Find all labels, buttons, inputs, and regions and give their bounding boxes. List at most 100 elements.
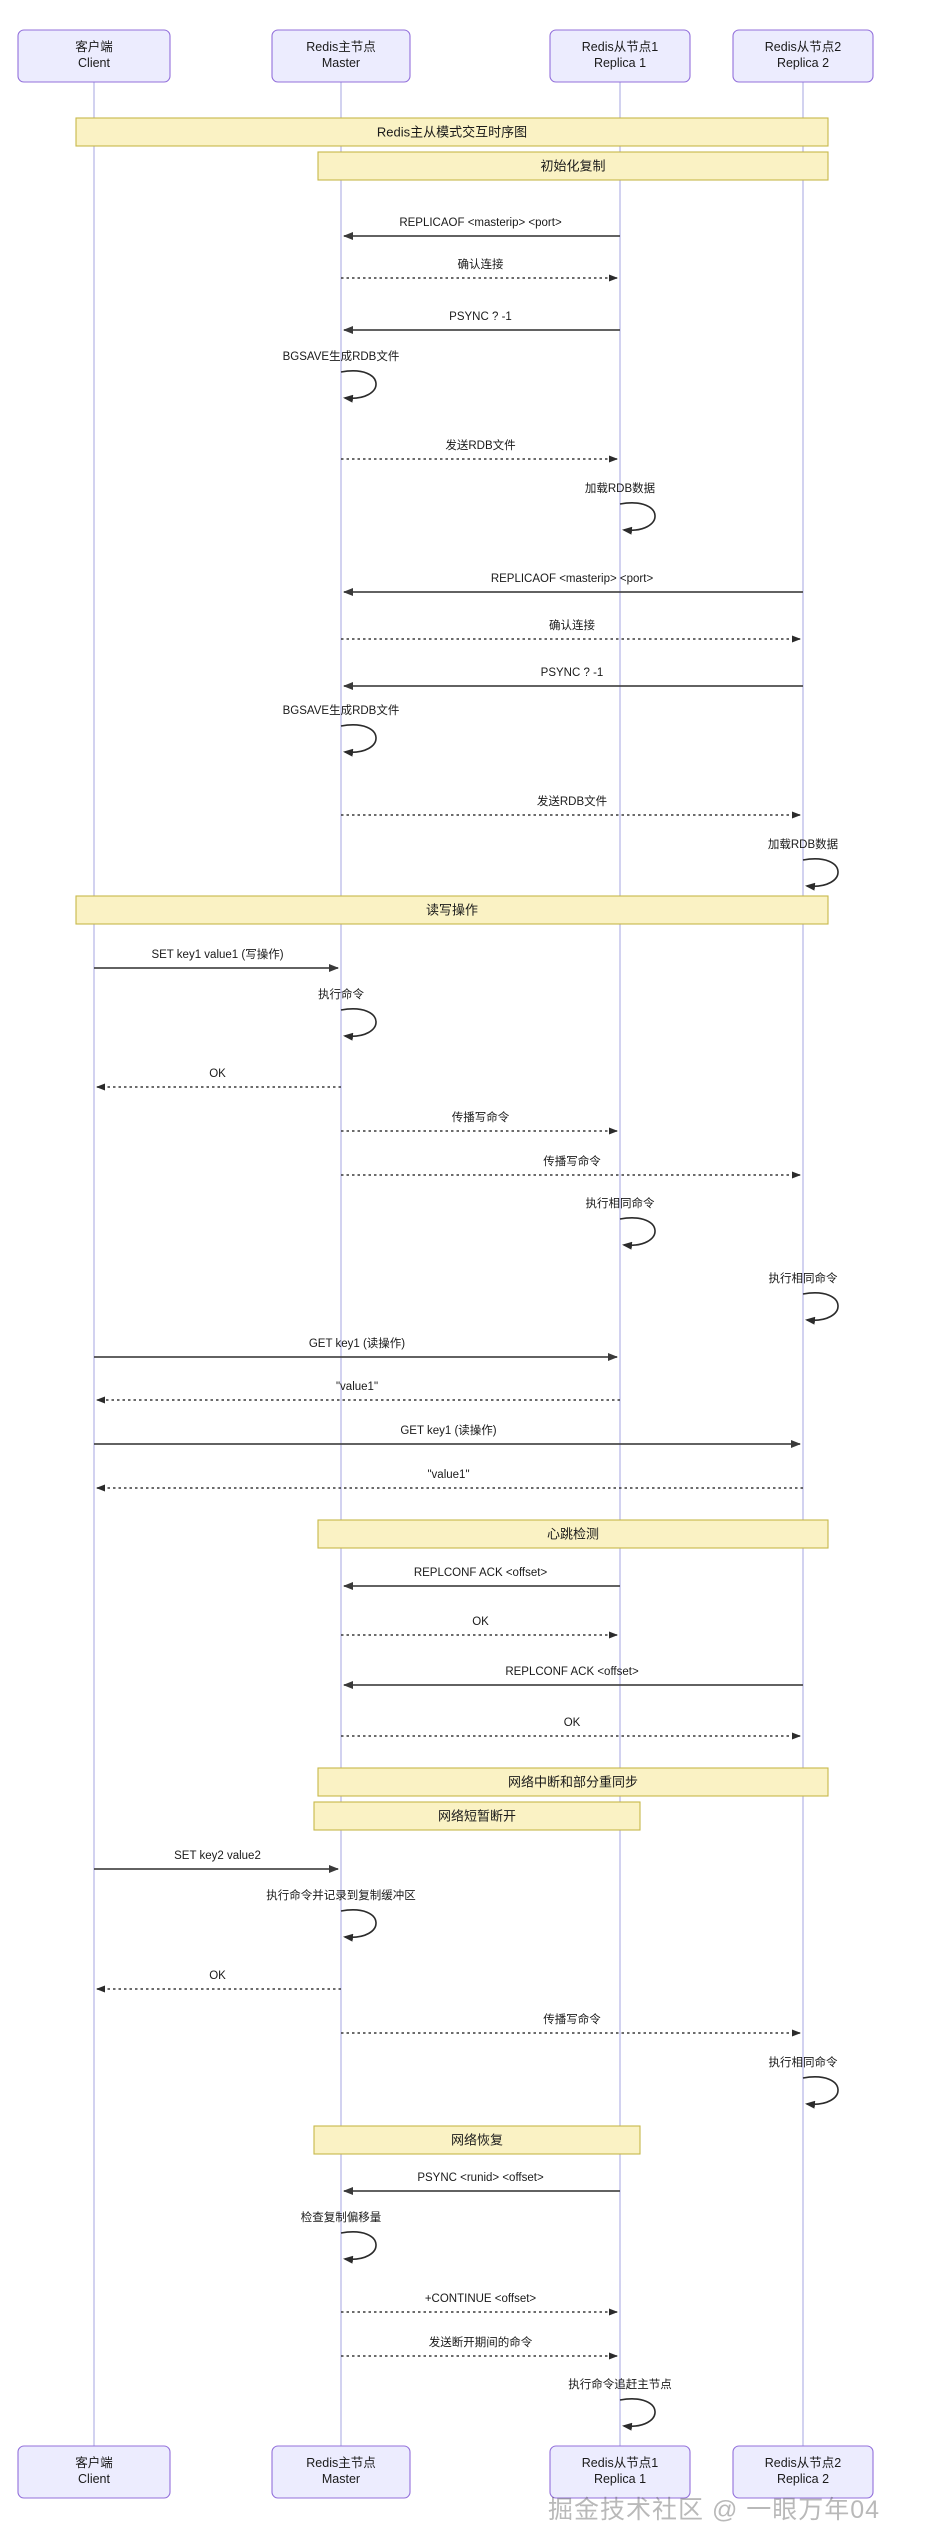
section-block-label: 心跳检测 — [547, 1527, 599, 1542]
message-label: OK — [209, 1970, 226, 1982]
message: +CONTINUE <offset> — [341, 2293, 618, 2316]
participant-label-en: Replica 2 — [777, 2472, 829, 2486]
message-label: 执行命令追赶主节点 — [568, 2377, 672, 2391]
participant-box[interactable] — [549, 29, 691, 83]
message-label: SET key1 value1 (写操作) — [151, 947, 283, 961]
participant-box[interactable] — [271, 29, 411, 83]
section-block: 心跳检测 — [317, 1519, 829, 1549]
message-label: 检查复制偏移量 — [301, 2210, 382, 2224]
lifelines-layer — [93, 82, 804, 2446]
message-label: 传播写命令 — [452, 1110, 510, 1124]
message: 检查复制偏移量 — [301, 2210, 382, 2264]
message: BGSAVE生成RDB文件 — [283, 349, 400, 403]
message-label: 执行命令 — [318, 987, 364, 1001]
message: 加载RDB数据 — [768, 837, 839, 891]
message-label: OK — [564, 1717, 581, 1729]
message: 确认连接 — [341, 257, 618, 282]
message-label: +CONTINUE <offset> — [425, 2293, 537, 2305]
section-block-rect — [75, 117, 829, 147]
section-block-rect — [313, 2125, 641, 2155]
message-label: 发送RDB文件 — [537, 794, 607, 808]
section-block: 网络中断和部分重同步 — [317, 1767, 829, 1797]
message: 传播写命令 — [341, 1110, 618, 1135]
participant-label-zh: Redis从节点1 — [582, 2456, 658, 2470]
section-block: 读写操作 — [75, 895, 829, 925]
self-loop-arrow — [619, 2398, 656, 2431]
message: REPLICAOF <masterip> <port> — [343, 217, 620, 240]
section-block: 网络恢复 — [313, 2125, 641, 2155]
message-label: REPLICAOF <masterip> <port> — [399, 217, 562, 229]
participant-label-zh: Redis从节点2 — [765, 2456, 841, 2470]
participant-label-en: Replica 1 — [594, 2472, 646, 2486]
section-block-label: 网络短暂断开 — [438, 1809, 516, 1824]
self-loop-arrow — [802, 858, 839, 891]
section-block-label: 网络恢复 — [451, 2133, 503, 2148]
message: 执行相同命令 — [769, 2055, 839, 2109]
participant-box[interactable] — [271, 2445, 411, 2499]
message: OK — [96, 1970, 341, 1993]
participant-box[interactable] — [17, 29, 171, 83]
message: 加载RDB数据 — [585, 481, 656, 535]
participant-box[interactable] — [17, 2445, 171, 2499]
message-label: 加载RDB数据 — [768, 837, 839, 851]
self-loop-arrow — [340, 1008, 377, 1041]
message-label: 执行相同命令 — [769, 1271, 838, 1285]
participant-label-zh: Redis从节点1 — [582, 40, 658, 54]
message-label: REPLCONF ACK <offset> — [414, 1567, 548, 1579]
participant-label-en: Master — [322, 56, 360, 70]
self-loop-arrow — [802, 1292, 839, 1325]
participant-box[interactable] — [549, 2445, 691, 2499]
message: SET key2 value2 — [94, 1850, 339, 1873]
participant-label-zh: 客户端 — [75, 2455, 113, 2470]
self-loop-arrow — [340, 1909, 377, 1942]
section-block: 网络短暂断开 — [313, 1801, 641, 1831]
section-block-label: 读写操作 — [426, 903, 478, 918]
participant-box[interactable] — [732, 2445, 874, 2499]
section-block-rect — [317, 151, 829, 181]
message: 执行命令 — [318, 987, 377, 1041]
participant-label-zh: Redis从节点2 — [765, 40, 841, 54]
self-loop-arrow — [619, 502, 656, 535]
message: 执行命令并记录到复制缓冲区 — [266, 1888, 416, 1942]
section-block-rect — [317, 1767, 829, 1797]
participant-label-en: Client — [78, 2472, 110, 2486]
message: 执行相同命令 — [586, 1196, 656, 1250]
participant-label-en: Replica 2 — [777, 56, 829, 70]
message: 发送断开期间的命令 — [341, 2335, 618, 2360]
message: 执行相同命令 — [769, 1271, 839, 1325]
self-loop-arrow — [340, 370, 377, 403]
message-label: PSYNC ? -1 — [449, 311, 512, 323]
message-label: 确认连接 — [549, 618, 595, 632]
participant-client-bottom[interactable]: 客户端 Client — [17, 2445, 171, 2499]
self-loop-arrow — [340, 724, 377, 757]
message-label: 执行相同命令 — [769, 2055, 838, 2069]
message-label: OK — [472, 1616, 489, 1628]
participants-layer: 客户端ClientRedis主节点MasterRedis从节点1Replica … — [17, 29, 874, 2499]
participant-label-en: Master — [322, 2472, 360, 2486]
message-label: 确认连接 — [458, 257, 504, 271]
message-label: "value1" — [336, 1381, 378, 1393]
message: GET key1 (读操作) — [94, 1336, 618, 1361]
message-label: GET key1 (读操作) — [400, 1423, 496, 1437]
message-label: PSYNC ? -1 — [541, 667, 604, 679]
message: OK — [341, 1616, 618, 1639]
message: PSYNC ? -1 — [343, 667, 803, 690]
participant-box[interactable] — [732, 29, 874, 83]
messages-layer: REPLICAOF <masterip> <port> 确认连接 PSYNC ? -… — [94, 217, 839, 2431]
message-label: PSYNC <runid> <offset> — [417, 2172, 544, 2184]
self-loop-arrow — [340, 2231, 377, 2264]
message: 发送RDB文件 — [341, 794, 801, 819]
section-blocks-layer: Redis主从模式交互时序图初始化复制读写操作心跳检测网络中断和部分重同步网络短… — [75, 117, 829, 2155]
message-label: 传播写命令 — [543, 1154, 601, 1168]
message-label: BGSAVE生成RDB文件 — [283, 349, 400, 363]
message: 传播写命令 — [341, 1154, 801, 1179]
